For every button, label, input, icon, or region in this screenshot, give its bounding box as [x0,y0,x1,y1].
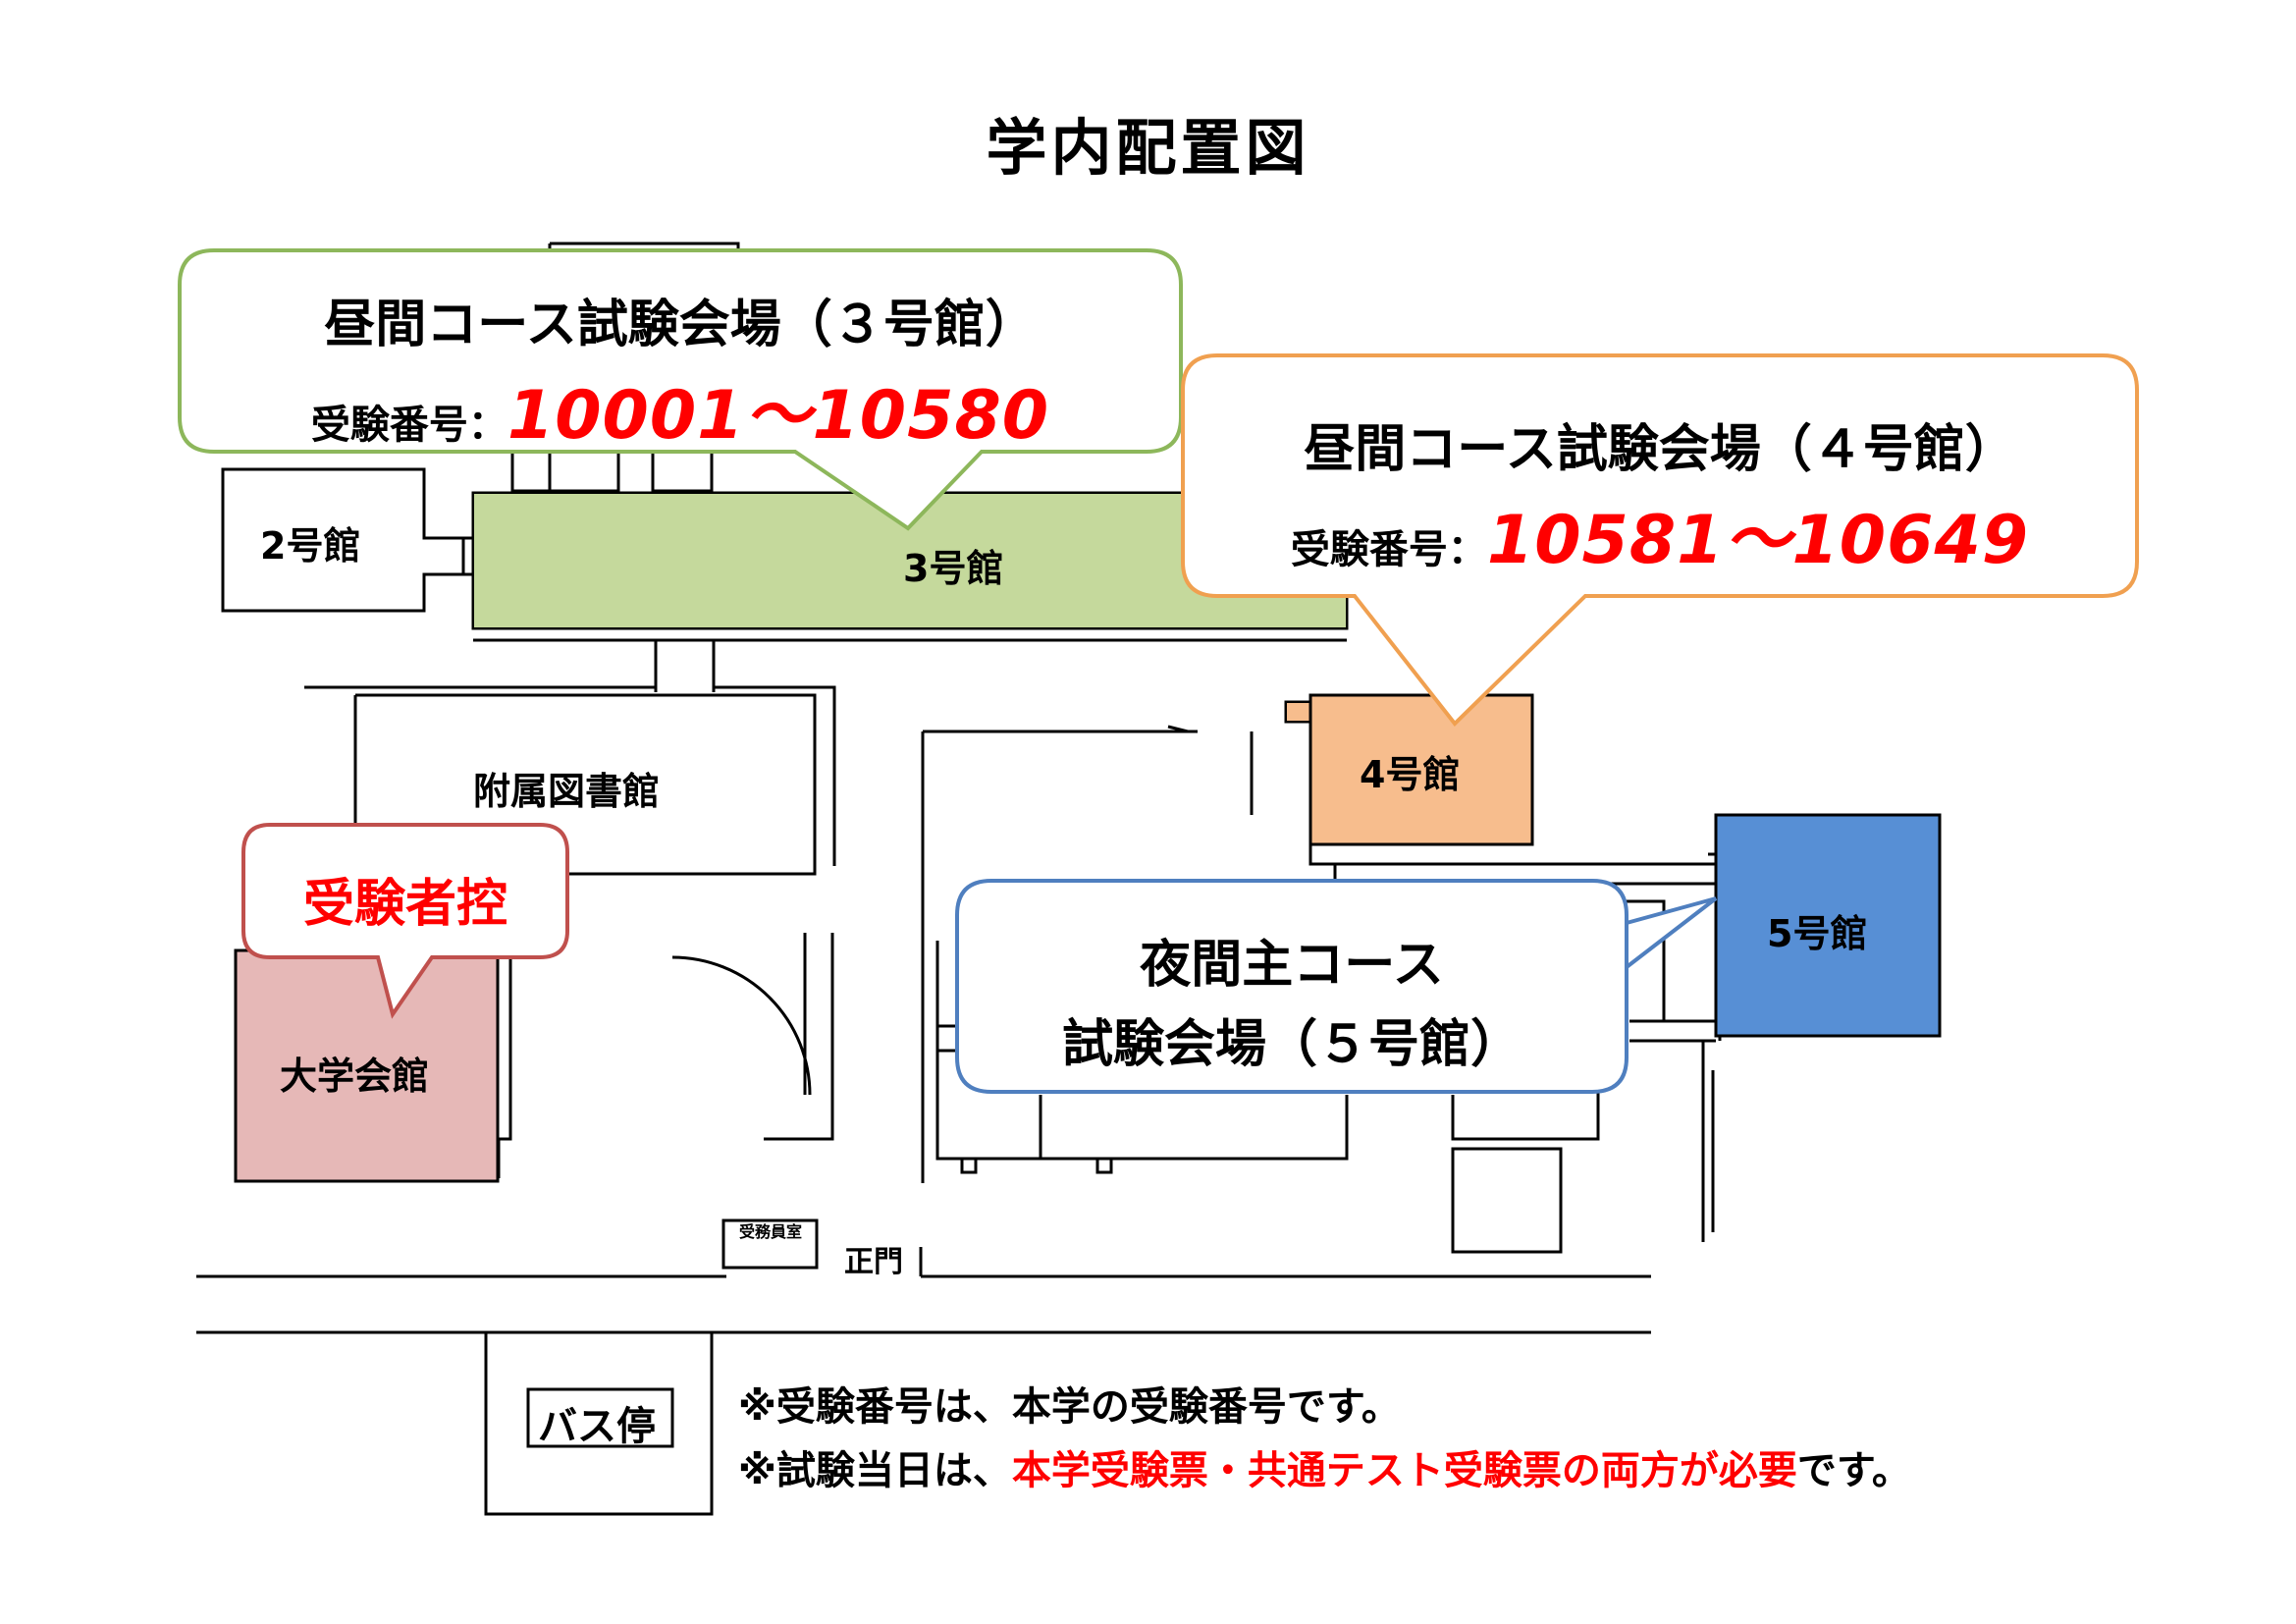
label-building-4: 4号館 [1360,753,1461,796]
label-guard-room: 受務員室 [738,1222,802,1241]
callout-building-3 [178,248,1183,531]
guard-room [721,1218,819,1270]
callout-4-title: 昼間コース試験会場（４号館） [1304,420,2016,479]
callout-4-text: 昼間コース試験会場（４号館） 受験番号：10581～10649 [1183,407,2137,582]
label-building-5: 5号館 [1767,912,1868,955]
label-main-gate: 正門 [844,1245,903,1279]
label-building-2: 2号館 [260,524,361,568]
callout-3-title: 昼間コース試験会場（３号館） [324,296,1037,354]
note-2-emphasis: 本学受験票・共通テスト受験票の両方が必要 [1011,1448,1797,1493]
callout-3-text: 昼間コース試験会場（３号館） 受験番号：10001～10580 [180,283,1181,458]
callout-5-text: 夜間主コース 試験会場（５号館） [957,923,1627,1076]
label-library: 附属図書館 [473,770,661,813]
label-building-3: 3号館 [903,547,1004,590]
page-title: 学内配置図 [986,112,1310,184]
note-1: ※受験番号は、本学の受験番号です。 [738,1384,1401,1430]
callout-building-4 [1181,353,2139,727]
note-2: ※試験当日は、本学受験票・共通テスト受験票の両方が必要です。 [738,1438,1911,1495]
university-hall [234,948,500,1183]
callout-waiting-room [241,823,569,1019]
note-2-suffix: です。 [1796,1448,1911,1493]
label-university-hall: 大学会館 [280,1055,430,1098]
note-2-prefix: ※試験当日は、 [738,1448,1012,1493]
callout-waiting-room-text: 受験者控 [302,875,507,934]
bus-stop-sign [526,1387,674,1448]
callout-building-5 [955,879,1718,1094]
callout-3-number-label: 受験番号： [310,403,507,448]
callout-4-number-range: 10581～10649 [1486,502,2030,579]
callout-5-line1: 夜間主コース [1140,936,1444,995]
callout-3-number-range: 10001～10580 [507,377,1050,455]
callout-4-number-label: 受験番号： [1290,527,1487,572]
building-5 [1714,813,1942,1038]
label-bus-stop: バス停 [538,1404,656,1449]
callout-5-line2: 試験会場（５号館） [1061,1015,1522,1074]
building-4 [1308,693,1534,846]
